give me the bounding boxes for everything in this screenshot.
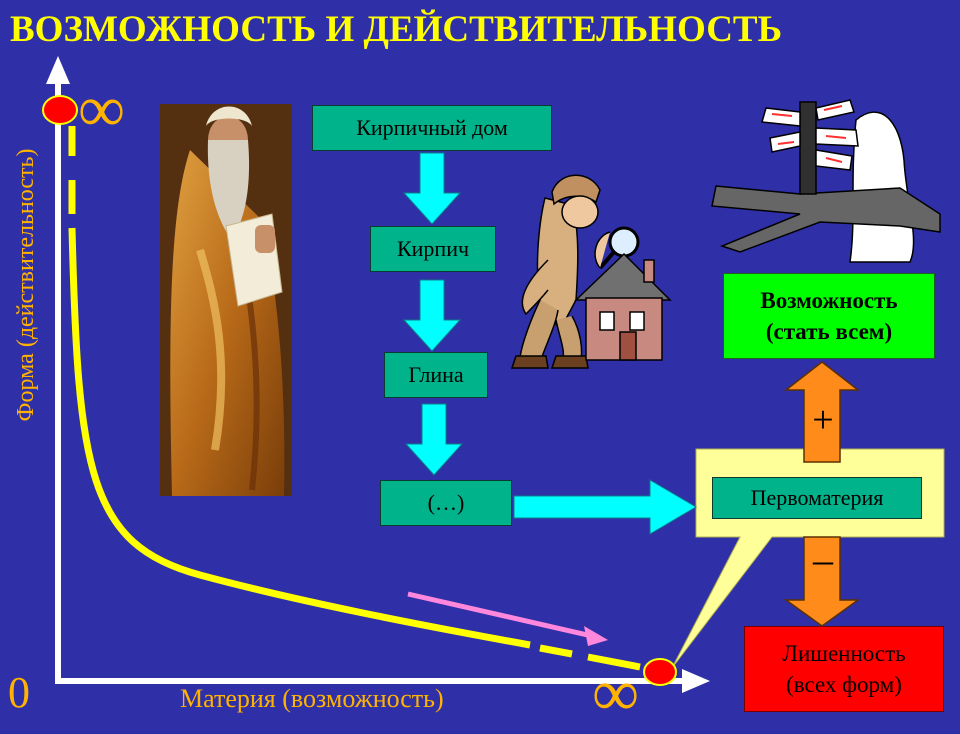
ellipsis-box: (…) bbox=[380, 480, 512, 526]
page-title: ВОЗМОЖНОСТЬ И ДЕЙСТВИТЕЛЬНОСТЬ bbox=[10, 9, 783, 50]
x-axis-infinity: ∞ bbox=[592, 657, 640, 730]
orange-down-arrow bbox=[783, 536, 861, 627]
crossroads-signpost-illustration bbox=[711, 99, 941, 263]
privation-box: Лишенность (всех форм) bbox=[744, 626, 944, 712]
x-axis-arrowhead bbox=[682, 669, 710, 693]
top-end-point bbox=[42, 95, 78, 125]
possibility-box: Возможность (стать всем) bbox=[723, 273, 935, 359]
detective-house-illustration bbox=[510, 174, 672, 369]
origin-label: 0 bbox=[8, 668, 30, 717]
y-axis-label: Форма (действительность) bbox=[13, 148, 39, 422]
pink-arrow bbox=[407, 591, 608, 646]
brick-box: Кирпич bbox=[370, 226, 496, 272]
possibility-line2: (стать всем) bbox=[765, 319, 893, 344]
orange-up-arrow bbox=[783, 361, 861, 463]
clay-box: Глина bbox=[384, 352, 488, 398]
philosopher-painting bbox=[160, 104, 292, 496]
cyan-down-arrows bbox=[402, 152, 464, 476]
prime-matter-box: Первоматерия bbox=[712, 477, 922, 519]
possibility-line1: Возможность bbox=[760, 288, 898, 313]
brick-house-box: Кирпичный дом bbox=[312, 105, 552, 151]
y-axis-arrowhead bbox=[46, 56, 70, 84]
plus-sign: + bbox=[812, 399, 834, 441]
minus-sign: – bbox=[813, 537, 833, 582]
privation-line1: Лишенность bbox=[782, 641, 906, 666]
x-axis-label: Материя (возможность) bbox=[180, 684, 444, 713]
y-axis-infinity: ∞ bbox=[78, 73, 126, 146]
cyan-right-arrow bbox=[513, 479, 697, 535]
form-matter-curve bbox=[68, 126, 641, 671]
privation-line2: (всех форм) bbox=[786, 672, 902, 697]
bottom-end-point bbox=[643, 658, 677, 686]
axes bbox=[46, 56, 710, 693]
